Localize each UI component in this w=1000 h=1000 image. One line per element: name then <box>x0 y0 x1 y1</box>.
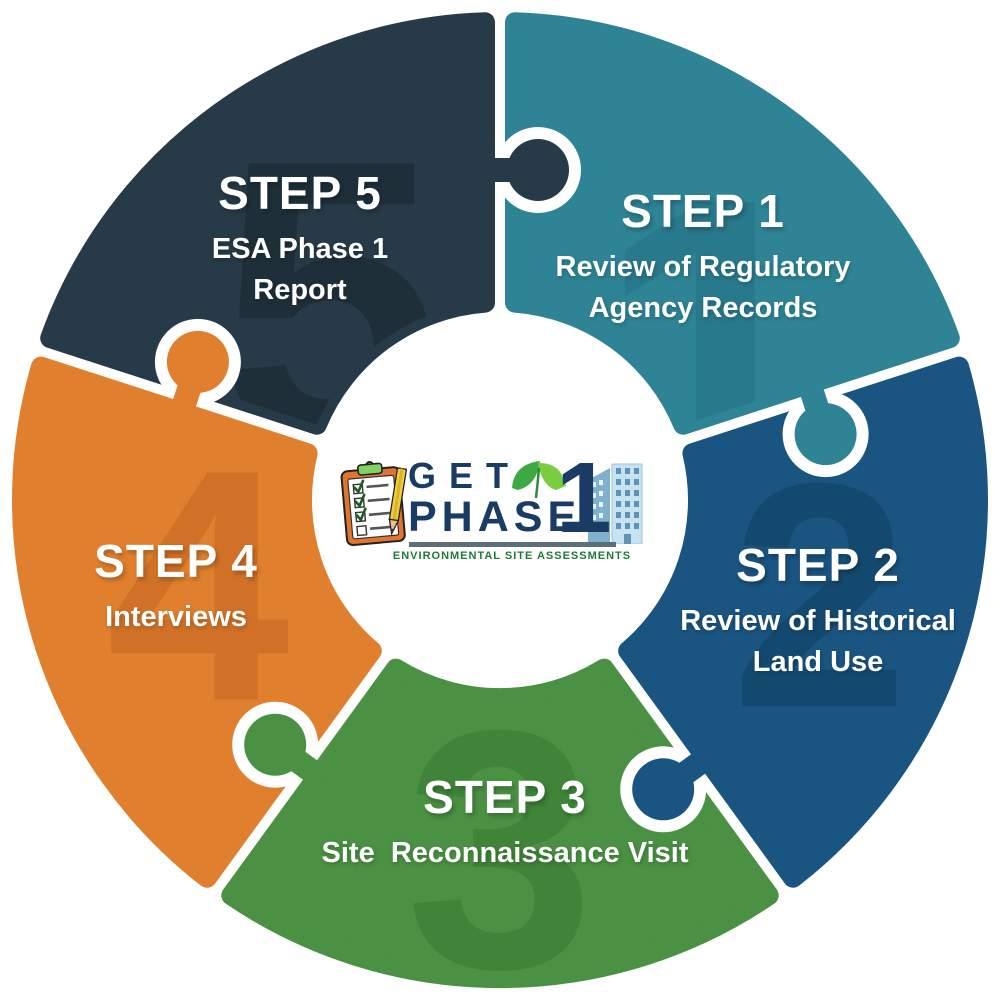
leaves-icon <box>512 461 566 499</box>
knob-bulb-step1 <box>794 403 857 466</box>
puzzle-piece-step-2 <box>618 356 988 888</box>
puzzle-piece-step-3 <box>221 658 779 989</box>
logo-tagline: ENVIRONMENTAL SITE ASSESSMENTS <box>392 550 632 562</box>
get-phase1-logo: GET PHASE <box>330 440 670 580</box>
knob-bulb-step5 <box>507 139 569 201</box>
knob-bulb-step4 <box>166 330 229 393</box>
building-icon <box>588 463 643 544</box>
knob-bulb-step3 <box>244 713 307 776</box>
clipboard-checklist-icon <box>340 461 408 546</box>
logo-numeral-one: 1 <box>556 442 612 554</box>
puzzle-piece-step-1 <box>505 12 960 435</box>
pencil-icon <box>388 467 408 536</box>
watermark-numeral-3: 3 <box>405 660 594 1000</box>
knob-bulb-step2 <box>632 758 695 821</box>
logo-underline <box>409 542 616 547</box>
logo-word-phase: PHASE <box>408 493 582 541</box>
puzzle-piece-step-5 <box>40 12 495 435</box>
logo-word-get: GET <box>408 455 522 496</box>
